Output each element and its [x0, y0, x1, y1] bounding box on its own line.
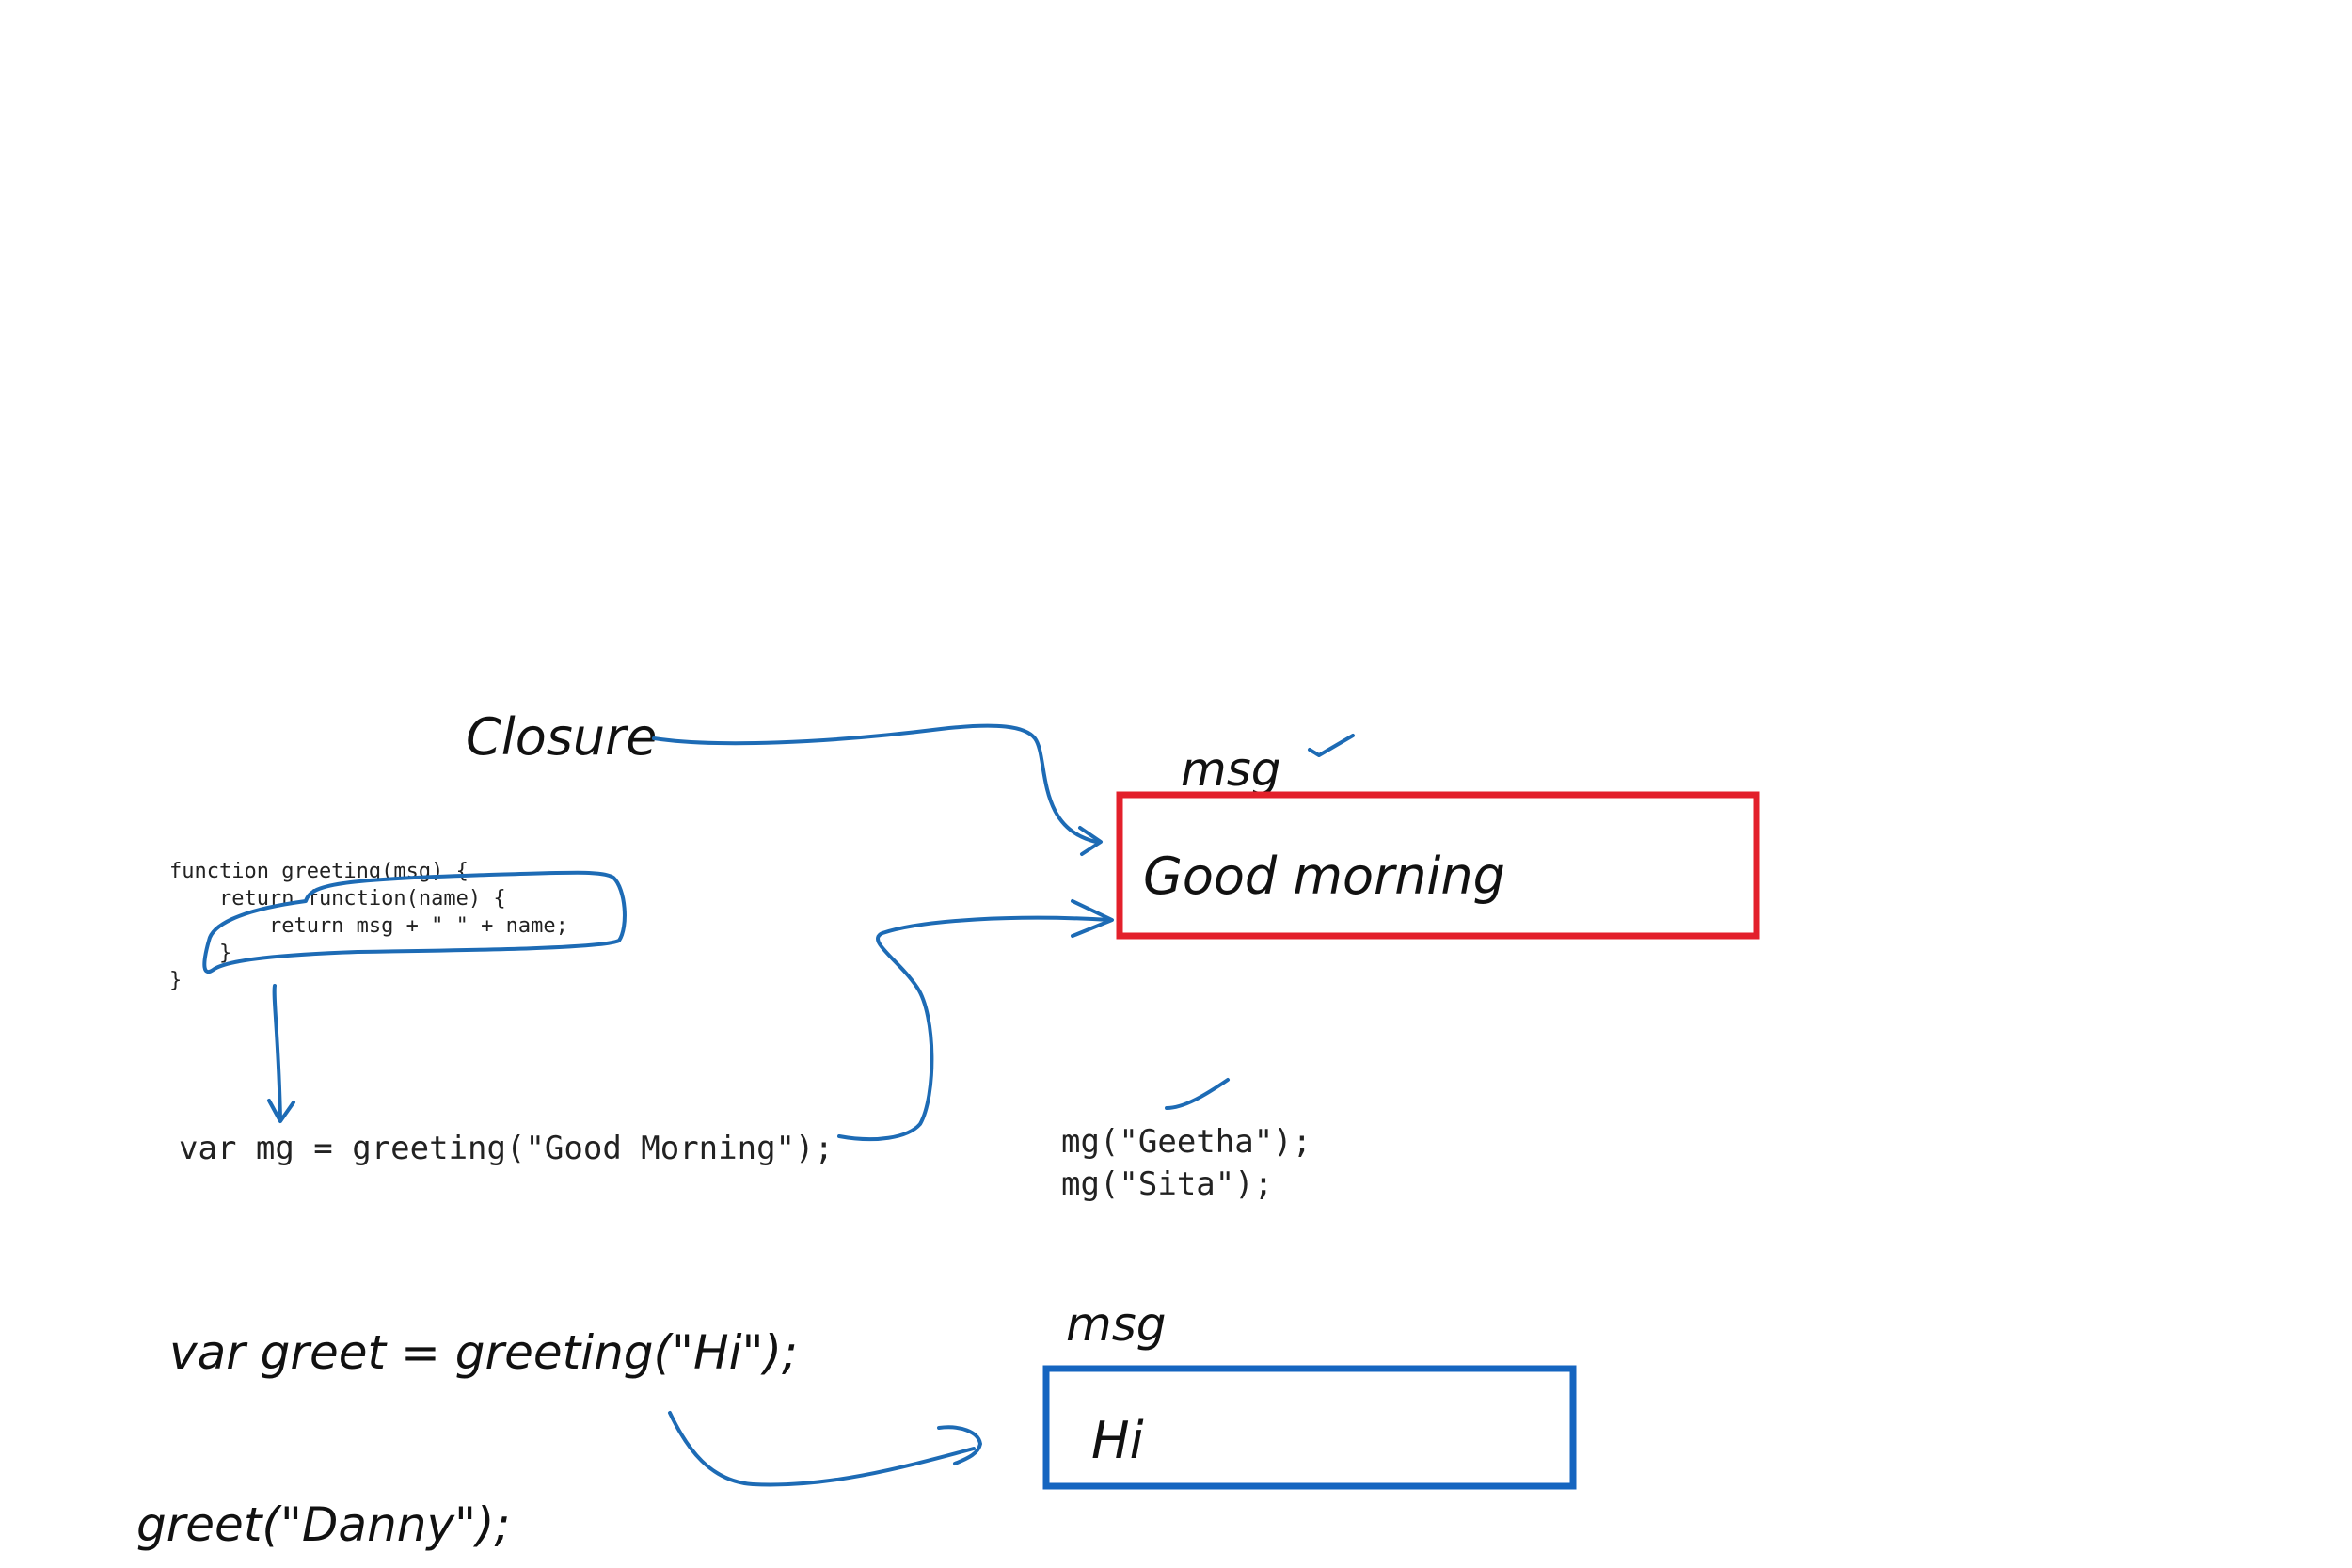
check-icon [1308, 734, 1355, 757]
check-icon [1165, 1078, 1230, 1110]
code-line: } [169, 942, 231, 965]
call-geetha-code: mg("Geetha"); [1061, 1123, 1311, 1161]
closure-arrow [652, 723, 1098, 844]
code-line: return function(name) { [169, 887, 506, 911]
red-box-value: Good morning [1143, 847, 1505, 906]
greet-arrow [668, 1411, 976, 1487]
blue-box-value: Hi [1091, 1411, 1144, 1470]
msg-label-top: msg [1181, 742, 1281, 797]
inner-function-outline [202, 870, 627, 974]
mg-arrowhead [1071, 899, 1114, 938]
down-arrow [272, 984, 282, 1121]
call-danny-handwritten: greet("Danny"); [136, 1497, 510, 1552]
call-sita-code: mg("Sita"); [1061, 1165, 1273, 1203]
code-line: function greeting(msg) { [169, 860, 469, 883]
red-value-box [1116, 791, 1760, 940]
down-arrowhead [267, 1099, 295, 1123]
code-line: return msg + " " + name; [169, 914, 568, 938]
closure-label: Closure [466, 707, 658, 767]
mg-arrow [837, 915, 1112, 1142]
code-line: } [169, 969, 182, 992]
closure-arrowhead [1078, 826, 1103, 856]
blue-value-box [1042, 1365, 1577, 1490]
assign-greet-handwritten: var greet = greeting("Hi"); [169, 1325, 798, 1380]
msg-label-bottom: msg [1066, 1297, 1167, 1352]
assign-mg-code: var mg = greeting("Good Morning"); [179, 1130, 834, 1167]
greet-arrowhead [937, 1425, 982, 1465]
